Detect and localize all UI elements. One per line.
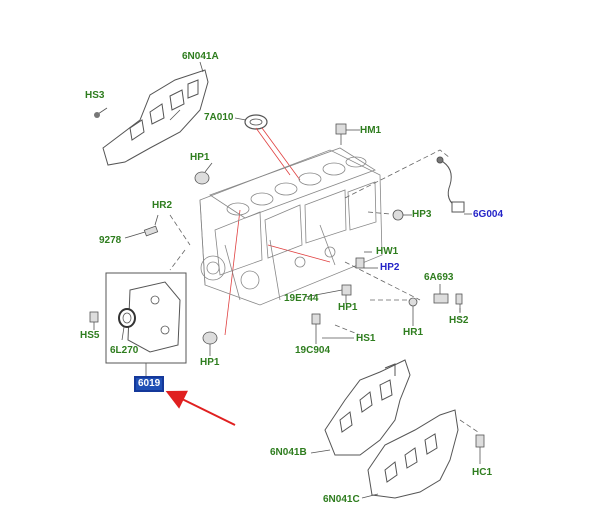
gasket-6n041a-drawing xyxy=(102,69,209,166)
label-19c904[interactable]: 19C904 xyxy=(295,345,331,356)
label-hp1-low[interactable]: HP1 xyxy=(200,357,220,368)
label-6g004[interactable]: 6G004 xyxy=(473,209,504,220)
label-6l270[interactable]: 6L270 xyxy=(110,345,139,356)
label-6n041c[interactable]: 6N041C xyxy=(323,494,360,505)
timing-cover-group xyxy=(105,272,187,378)
dashed-guide-lines xyxy=(169,149,479,433)
label-6n041a[interactable]: 6N041A xyxy=(182,51,219,62)
label-hp1-mid[interactable]: HP1 xyxy=(338,302,358,313)
leader-lines xyxy=(93,129,481,464)
label-hp1-top[interactable]: HP1 xyxy=(190,152,210,163)
label-hs2[interactable]: HS2 xyxy=(449,315,469,326)
gasket-6n041b-drawing xyxy=(324,359,411,456)
label-hr2[interactable]: HR2 xyxy=(152,200,173,211)
seal-7a010-drawing xyxy=(244,114,268,130)
label-6019-selected[interactable]: 6019 xyxy=(133,376,165,392)
label-hs3[interactable]: HS3 xyxy=(85,90,105,101)
sensor-6g004-drawing xyxy=(436,156,465,213)
red-arrow xyxy=(165,390,236,426)
label-hw1[interactable]: HW1 xyxy=(376,246,399,257)
label-6a693[interactable]: 6A693 xyxy=(424,272,454,283)
label-6n041b[interactable]: 6N041B xyxy=(270,447,307,458)
gasket-6n041c-drawing xyxy=(367,409,459,499)
label-9278[interactable]: 9278 xyxy=(99,235,122,246)
label-hs1[interactable]: HS1 xyxy=(356,333,376,344)
label-7a010[interactable]: 7A010 xyxy=(204,112,234,123)
label-19e744[interactable]: 19E744 xyxy=(284,293,319,304)
label-hc1[interactable]: HC1 xyxy=(472,467,493,478)
label-hp3[interactable]: HP3 xyxy=(412,209,432,220)
fasteners-drawing xyxy=(89,123,485,455)
label-hp2[interactable]: HP2 xyxy=(380,262,400,273)
label-hs5[interactable]: HS5 xyxy=(80,330,100,341)
engine-block-drawing xyxy=(199,147,383,306)
label-hm1[interactable]: HM1 xyxy=(360,125,382,136)
label-hr1[interactable]: HR1 xyxy=(403,327,424,338)
